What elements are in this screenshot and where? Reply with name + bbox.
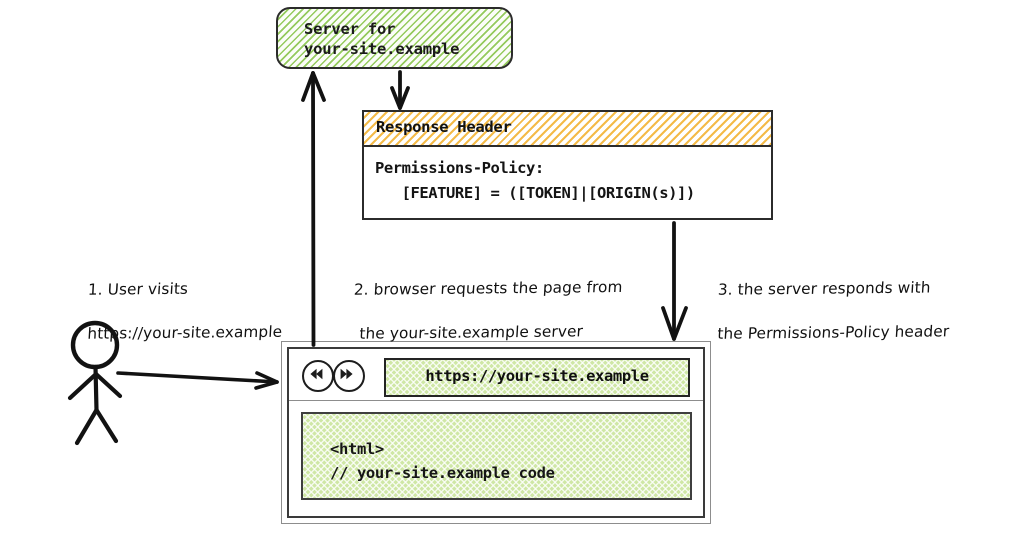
response-header-body: Permissions-Policy: [FEATURE] = ([TOKEN]… (364, 145, 771, 218)
annotation-step-1-line2: https://your-site.example (86, 322, 283, 343)
url-input-value: https://your-site.example (425, 367, 649, 385)
annotation-step-1-line1: 1. User visits (87, 279, 189, 299)
server-node-label-line1: Server for (304, 20, 396, 38)
annotation-step-3-line2: the Permissions-Policy header (716, 322, 950, 343)
url-input[interactable]: https://your-site.example (384, 358, 690, 397)
response-header-title: Response Header (376, 118, 512, 136)
response-header-card[interactable]: Response Header Permissions-Policy: [FEA… (362, 110, 773, 220)
browser-toolbar: https://your-site.example (289, 349, 703, 401)
annotation-step-2-line1: 2. browser requests the page from (353, 277, 624, 299)
page-content-area[interactable]: <html> // your-site.example code (301, 412, 692, 500)
annotation-step-3: 3. the server responds with the Permissi… (692, 254, 954, 389)
page-content-code: <html> // your-site.example code (330, 437, 555, 485)
browser-window[interactable]: https://your-site.example <html> // your… (281, 341, 711, 524)
browser-viewport: <html> // your-site.example code (289, 401, 703, 516)
arrow-response-header-to-browser (661, 221, 688, 341)
response-header-line-0: Permissions-Policy: (375, 159, 544, 177)
annotation-step-3-line1: 3. the server responds with (717, 278, 932, 299)
annotation-step-1: 1. User visits https://your-site.example (62, 255, 287, 389)
browser-frame: https://your-site.example <html> // your… (287, 347, 705, 518)
arrow-browser-to-server (301, 71, 326, 347)
response-header-line-1: [FEATURE] = ([TOKEN]|[ORIGIN(s)]) (375, 184, 696, 202)
server-node[interactable]: Server for your-site.example (276, 7, 513, 69)
forward-button[interactable] (333, 360, 365, 392)
arrow-server-to-response-header (390, 70, 410, 110)
annotation-step-2: 2. browser requests the page from the yo… (328, 254, 624, 389)
page-content-line-2: // your-site.example code (330, 464, 555, 482)
page-content-line-1: <html> (330, 440, 384, 458)
annotation-step-2-line2: the your-site.example server (358, 322, 584, 343)
response-header-title-bar: Response Header (364, 112, 771, 147)
server-node-label-line2: your-site.example (304, 40, 460, 58)
